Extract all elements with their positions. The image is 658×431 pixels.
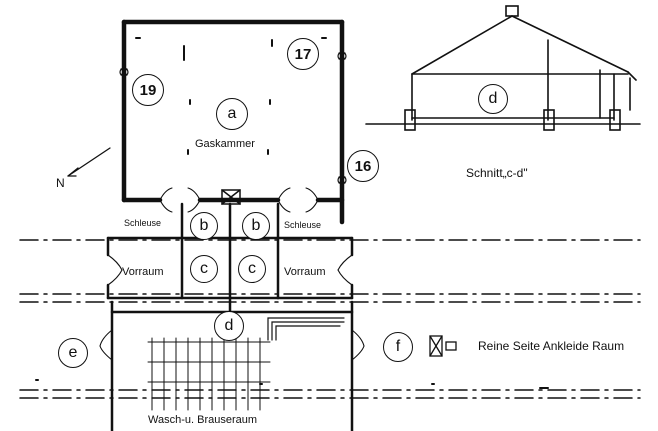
section-d-label: d (478, 84, 508, 114)
bottom-marks (35, 379, 549, 389)
schleuse-right-label: Schleuse (284, 220, 322, 230)
schleuse-walls (106, 236, 354, 300)
wasch-label: Wasch-u. Brauseraum (148, 414, 258, 426)
gas-chamber-columns (135, 37, 327, 155)
door-swings (159, 187, 319, 213)
reine-seite-label: Reine Seite Ankleide Raum (478, 339, 625, 353)
marker-17: 17 (287, 38, 319, 70)
marker-16: 16 (347, 150, 379, 182)
schnitt-label: Schnitt„c-d" (466, 166, 528, 180)
gaskammer-label: Gaskammer (195, 138, 255, 150)
vorraum-right-label: Vorraum (284, 266, 326, 278)
room-d-label: d (214, 311, 244, 341)
room-f-label: f (383, 332, 413, 362)
room-b-left-label: b (190, 212, 218, 240)
room-b-right-label: b (242, 212, 270, 240)
schleuse-left-label: Schleuse (124, 218, 162, 228)
dashed-walls (19, 239, 641, 399)
room-c-left-label: c (190, 255, 218, 283)
room-a-label: a (216, 98, 248, 130)
room-c-right-label: c (238, 255, 266, 283)
marker-19: 19 (132, 74, 164, 106)
pipes (267, 317, 345, 341)
section-drawing (365, 5, 641, 131)
north-label: N (56, 176, 65, 190)
right-box-icon (429, 335, 457, 357)
north-arrow-icon (67, 147, 111, 177)
lamp-symbols (119, 51, 347, 185)
shower-grid (147, 337, 271, 411)
vorraum-left-label: Vorraum (122, 266, 164, 278)
side-doors (99, 329, 365, 361)
vorraum-doors (107, 254, 353, 286)
room-e-label: e (58, 338, 88, 368)
